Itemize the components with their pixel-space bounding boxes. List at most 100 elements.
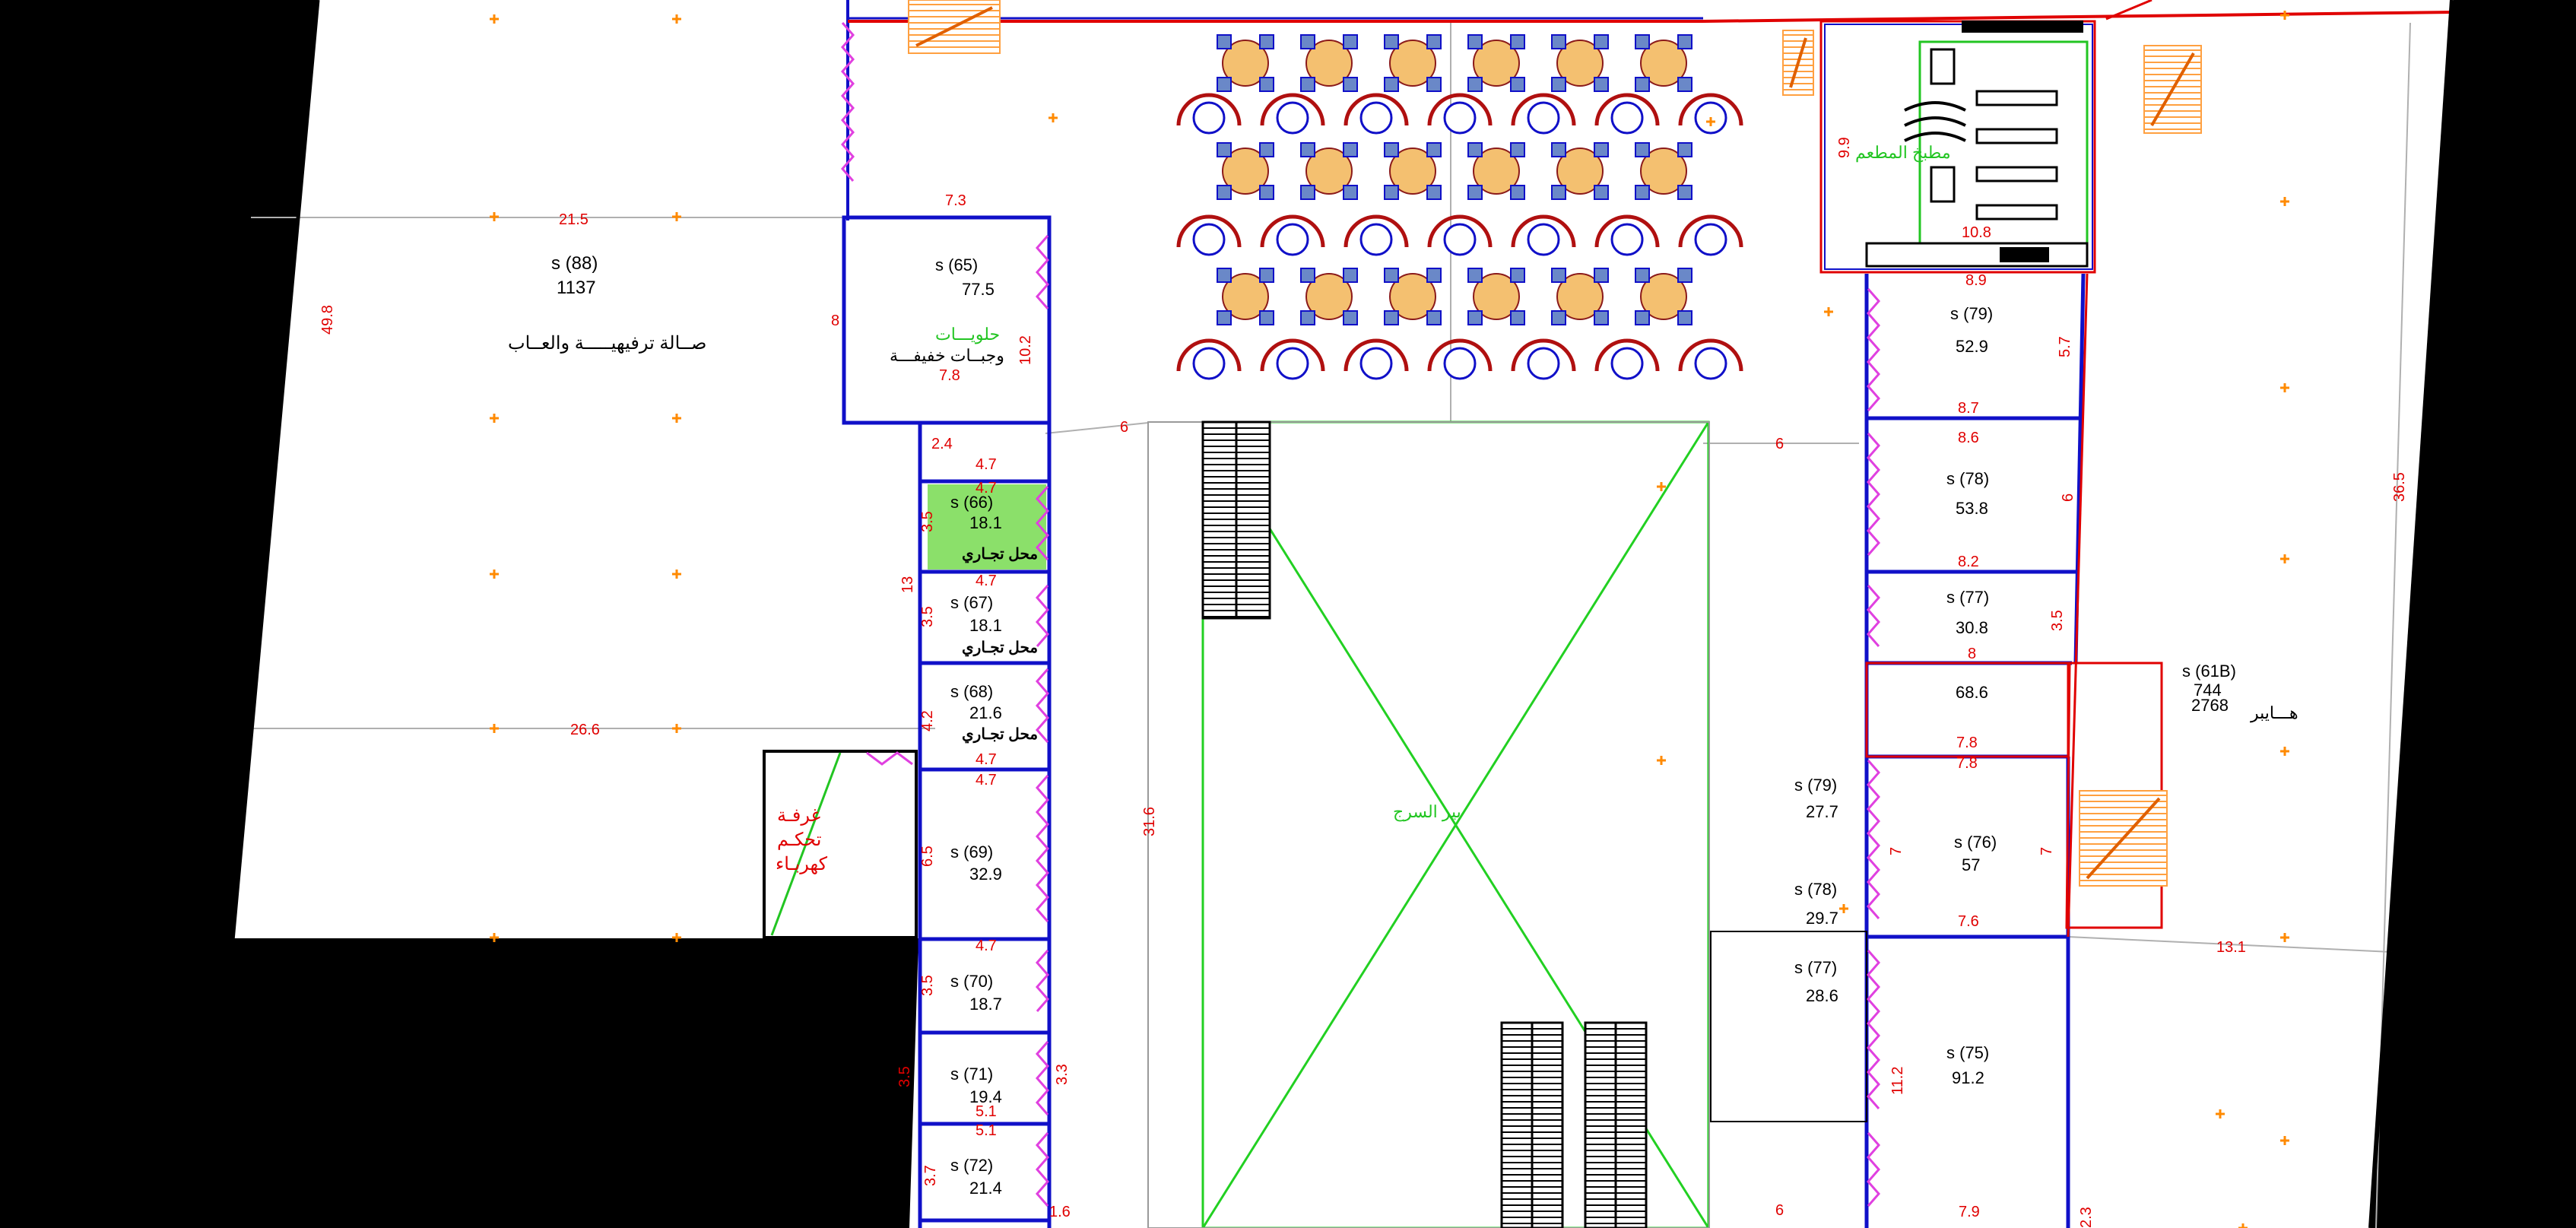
dim: 6	[1120, 419, 1128, 436]
booth-seat	[1594, 214, 1660, 248]
room-61b-name: هـــايبر	[2250, 703, 2298, 723]
table-top	[1443, 223, 1477, 256]
room-66-label: s (66)	[950, 493, 993, 512]
door-zigzag	[1867, 950, 1880, 1109]
dim: 8.2	[1958, 554, 1979, 570]
chair-icon	[1259, 77, 1274, 92]
grid-marker	[1824, 307, 1833, 316]
dim: 4.7	[976, 573, 997, 589]
dim: 7.6	[1958, 913, 1979, 930]
grid-marker	[490, 212, 499, 221]
table-top	[1389, 40, 1436, 87]
room-66-area: 18.1	[969, 513, 1002, 532]
grid-marker	[490, 414, 499, 423]
atrium-label: بير السرج	[1393, 802, 1461, 822]
room-70-area: 18.7	[969, 995, 1002, 1014]
stair-small	[1782, 30, 1814, 96]
chair-icon	[1677, 185, 1692, 200]
chair-icon	[1635, 142, 1650, 157]
chair-icon	[1510, 77, 1525, 92]
booth-table	[1176, 93, 1242, 135]
dim: 4.2	[919, 710, 936, 731]
table-top	[1640, 148, 1687, 195]
chair-icon	[1426, 77, 1442, 92]
booth-table	[1427, 214, 1493, 256]
booth-table	[1260, 214, 1325, 256]
dim: 8.7	[1958, 400, 1979, 417]
grid-marker	[672, 570, 681, 579]
kitchen-hood	[1904, 101, 1966, 142]
grid-marker	[672, 724, 681, 733]
table-top	[1192, 347, 1226, 380]
stair-arrow	[1789, 37, 1807, 88]
control-room-label-1: غرفـة	[777, 805, 820, 826]
room-77a-label: s (77)	[1946, 588, 1989, 607]
control-room-label-2: تحكـم	[777, 830, 821, 850]
chair-icon	[1594, 310, 1609, 325]
chair-icon	[1426, 34, 1442, 49]
dim: 7.3	[945, 192, 966, 209]
escalators	[1201, 420, 1648, 1228]
chair-icon	[1510, 142, 1525, 157]
room-67-area: 18.1	[969, 616, 1002, 635]
grid-marker	[490, 724, 499, 733]
grid-marker	[490, 570, 499, 579]
booth-seat	[1594, 93, 1660, 126]
room-67-name: محل تجـاري	[962, 639, 1038, 657]
booth-seat	[1427, 338, 1493, 372]
dim: 7	[1888, 847, 1905, 855]
booth-seat	[1176, 214, 1242, 248]
table-top	[1556, 273, 1604, 320]
room-75-label: s (75)	[1946, 1043, 1989, 1062]
chair-icon	[1300, 34, 1315, 49]
room-68-area: 21.6	[969, 703, 1002, 722]
dim: 4.7	[976, 938, 997, 954]
table-top	[1222, 40, 1269, 87]
booth-seat	[1344, 338, 1409, 372]
door-zigzag	[1036, 235, 1049, 309]
grid-marker	[2216, 1109, 2225, 1119]
chair-icon	[1300, 185, 1315, 200]
booth-table	[1427, 93, 1493, 135]
dim: 6	[1775, 1202, 1784, 1219]
door-zigzag	[841, 22, 855, 182]
door-zigzag	[1867, 288, 1880, 411]
room-68-label: s (68)	[950, 682, 993, 701]
chair-icon	[1510, 310, 1525, 325]
table-4-seat	[1300, 34, 1358, 92]
chair-icon	[1677, 77, 1692, 92]
stair-top-left	[908, 0, 1001, 54]
room-78a-label: s (78)	[1946, 469, 1989, 488]
door-zigzag	[1867, 585, 1880, 647]
booth-table	[1176, 214, 1242, 256]
booth-table	[1511, 338, 1576, 380]
dim: 13.1	[2216, 939, 2246, 956]
chair-icon	[1677, 34, 1692, 49]
room-68-name: محل تجـاري	[962, 726, 1038, 744]
dim: 5.7	[2057, 336, 2073, 357]
room-88-name: صــالة ترفيهيـــــة والعــاب	[508, 333, 706, 354]
hypermarket	[2065, 0, 2454, 1228]
grid-marker	[672, 414, 681, 423]
chair-icon	[1384, 185, 1399, 200]
table-top	[1640, 273, 1687, 320]
grid-marker	[1657, 756, 1666, 765]
dim: 4.7	[976, 456, 997, 473]
chair-icon	[1635, 77, 1650, 92]
table-top	[1610, 101, 1644, 135]
table-4-seat	[1551, 34, 1609, 92]
kitchen-top-unit	[1962, 21, 2083, 33]
room-79b-area: 27.7	[1806, 802, 1838, 821]
chair-icon	[1384, 310, 1399, 325]
dim: 8	[831, 313, 839, 329]
grid-marker	[2280, 1136, 2289, 1145]
room-78b-label: s (78)	[1794, 880, 1837, 899]
table-top	[1305, 40, 1353, 87]
dim: 10.8	[1962, 224, 1991, 241]
room-79a-label: s (79)	[1950, 304, 1993, 323]
chair-icon	[1426, 142, 1442, 157]
table-top	[1694, 223, 1727, 256]
dim: 8	[1968, 646, 1976, 662]
dim: 6	[1775, 436, 1784, 452]
booth-table	[1344, 93, 1409, 135]
